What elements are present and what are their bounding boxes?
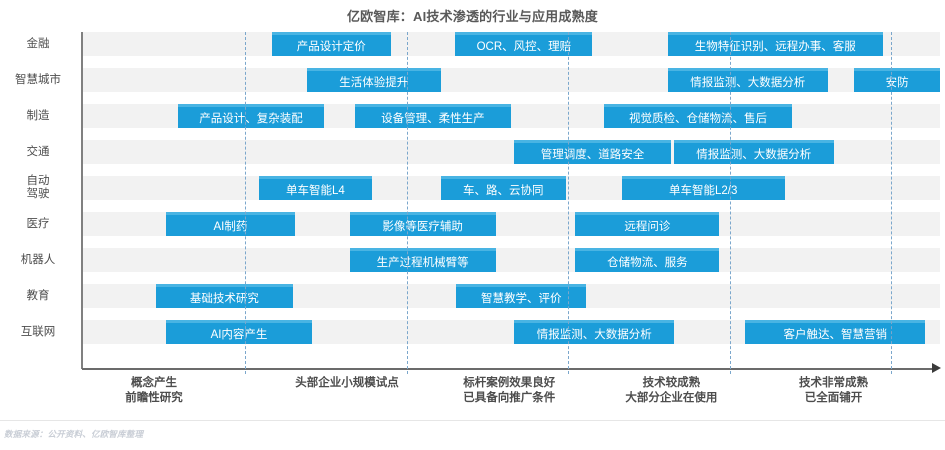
chart-bar[interactable]: 设备管理、柔性生产	[354, 104, 511, 128]
x-axis-stage-label-line: 大部分企业在使用	[625, 392, 718, 404]
chart-bar[interactable]: 视觉质检、仓储物流、售后	[603, 104, 793, 128]
chart-bar[interactable]: 基础技术研究	[155, 284, 294, 308]
chart-bar[interactable]: 智慧教学、评价	[456, 284, 587, 308]
y-axis-label-金融: 金融	[0, 38, 76, 51]
x-axis-line	[82, 368, 934, 370]
x-axis-stage-label-line: 已全面铺开	[804, 392, 863, 404]
x-axis-stage-label-line: 头部企业小规模试点	[295, 377, 399, 389]
page-title: 亿欧智库：AI技术渗透的行业与应用成熟度	[346, 9, 598, 24]
stage-divider-5	[891, 32, 893, 374]
x-axis-stage-label-line: 技术较成熟	[642, 377, 701, 389]
y-axis-label-医疗: 医疗	[0, 218, 76, 231]
x-axis-stage-label-3: 标杆案例效果良好已具备向推广条件	[419, 376, 599, 406]
y-axis-label-line: 金融	[26, 37, 50, 50]
chart-bar[interactable]: 仓储物流、服务	[575, 248, 720, 272]
y-axis-line	[81, 32, 83, 369]
x-axis-arrow-icon	[932, 363, 941, 373]
y-axis-label-line: 自动	[26, 175, 50, 187]
y-axis-label-line: 医疗	[26, 217, 50, 230]
chart-bar[interactable]: AI制药	[166, 212, 295, 236]
y-axis-label-line: 交通	[26, 145, 50, 158]
footer-divider	[0, 420, 945, 421]
chart-row-band	[82, 248, 940, 272]
x-axis-stage-label-5: 技术非常成熟已全面铺开	[744, 376, 924, 406]
chart-bar[interactable]: 生产过程机械臂等	[349, 248, 496, 272]
x-axis-stage-label-1: 概念产生前瞻性研究	[64, 376, 244, 406]
x-axis-stage-label-line: 技术非常成熟	[799, 377, 869, 389]
chart-bar[interactable]: 生物特征识别、远程办事、客服	[668, 32, 883, 56]
y-axis-label-line: 机器人	[20, 253, 56, 266]
chart-bar[interactable]: 情报监测、大数据分析	[674, 140, 834, 164]
chart-bar[interactable]: 产品设计定价	[271, 32, 391, 56]
chart-bar[interactable]: 单车智能L2/3	[621, 176, 785, 200]
stage-divider-3	[567, 32, 569, 374]
y-axis-label-制造: 制造	[0, 110, 76, 123]
y-axis-label-line: 互联网	[20, 325, 56, 338]
y-axis-label-line: 制造	[26, 109, 50, 122]
y-axis-label-交通: 交通	[0, 146, 76, 159]
chart-bar[interactable]: 情报监测、大数据分析	[514, 320, 674, 344]
x-axis-stage-label-line: 已具备向推广条件	[463, 392, 556, 404]
chart-bar[interactable]: 安防	[854, 68, 940, 92]
stage-divider-1	[245, 32, 247, 374]
y-axis-label-互联网: 互联网	[0, 326, 76, 339]
y-axis-label-line: 驾驶	[26, 188, 50, 200]
y-axis-label-line: 教育	[26, 289, 50, 302]
chart-bar[interactable]: 车、路、云协同	[440, 176, 566, 200]
chart-bar[interactable]: 情报监测、大数据分析	[668, 68, 828, 92]
chart-bar[interactable]: 产品设计、复杂装配	[178, 104, 324, 128]
chart-bar[interactable]: 生活体验提升	[306, 68, 441, 92]
x-axis-stage-label-2: 头部企业小规模试点	[257, 376, 437, 391]
y-axis-label-智慧城市: 智慧城市	[0, 74, 76, 87]
source-note: 数据来源：公开资料、亿欧智库整理	[4, 429, 144, 439]
chart-bar[interactable]: 影像等医疗辅助	[349, 212, 496, 236]
stage-divider-4	[729, 32, 731, 374]
chart-bar[interactable]: 单车智能L4	[258, 176, 372, 200]
x-axis-stage-label-4: 技术较成熟大部分企业在使用	[581, 376, 761, 406]
y-axis-label-自动驾驶: 自动驾驶	[0, 175, 76, 201]
x-axis-stage-label-line: 标杆案例效果良好	[463, 377, 556, 389]
chart-bar[interactable]: OCR、风控、理赔	[455, 32, 593, 56]
x-axis-stage-label-line: 前瞻性研究	[125, 392, 183, 404]
chart-bar[interactable]: 客户触达、智慧营销	[745, 320, 926, 344]
chart-bar[interactable]: 远程问诊	[575, 212, 720, 236]
stage-divider-2	[407, 32, 409, 374]
chart-bar[interactable]: AI内容产生	[166, 320, 312, 344]
y-axis-label-机器人: 机器人	[0, 254, 76, 267]
chart-bar[interactable]: 管理调度、道路安全	[514, 140, 671, 164]
y-axis-label-line: 智慧城市	[15, 73, 61, 86]
y-axis-label-教育: 教育	[0, 290, 76, 303]
x-axis-stage-label-line: 概念产生	[131, 377, 177, 389]
